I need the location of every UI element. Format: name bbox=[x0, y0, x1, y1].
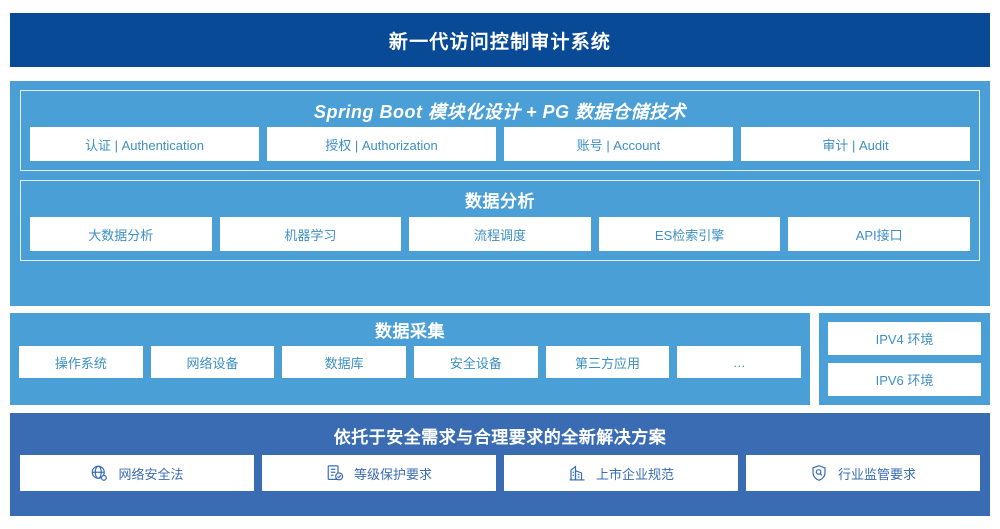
springboot-title: Spring Boot 模块化设计 + PG 数据仓储技术 bbox=[313, 102, 686, 122]
platform-panel: Spring Boot 模块化设计 + PG 数据仓储技术 认证 | Authe… bbox=[10, 81, 990, 306]
compliance-item-classified-protection[interactable]: 等级保护要求 bbox=[262, 455, 496, 491]
collection-items-row: 操作系统 网络设备 数据库 安全设备 第三方应用 … bbox=[19, 346, 802, 378]
analysis-item-es-search[interactable]: ES检索引擎 bbox=[598, 217, 781, 251]
shield-search-icon bbox=[810, 464, 828, 482]
compliance-item-cybersecurity-law[interactable]: 网络安全法 bbox=[20, 455, 254, 491]
globe-icon bbox=[90, 464, 108, 482]
platform-item-account[interactable]: 账号 | Account bbox=[504, 127, 733, 161]
document-check-icon bbox=[326, 464, 344, 482]
header-banner: 新一代访问控制审计系统 bbox=[10, 13, 990, 67]
analysis-items-row: 大数据分析 机器学习 流程调度 ES检索引擎 API接口 bbox=[30, 217, 970, 251]
platform-items-row: 认证 | Authentication 授权 | Authorization 账… bbox=[30, 127, 970, 161]
compliance-item-industry-regulation[interactable]: 行业监管要求 bbox=[746, 455, 980, 491]
compliance-label: 上市企业规范 bbox=[595, 466, 674, 482]
analysis-item-api[interactable]: API接口 bbox=[788, 217, 970, 251]
collection-panel: 数据采集 操作系统 网络设备 数据库 安全设备 第三方应用 … bbox=[10, 313, 810, 405]
platform-item-authentication[interactable]: 认证 | Authentication bbox=[30, 127, 259, 161]
analysis-item-machine-learning[interactable]: 机器学习 bbox=[219, 217, 402, 251]
collection-item-database[interactable]: 数据库 bbox=[282, 346, 407, 378]
springboot-subpanel: Spring Boot 模块化设计 + PG 数据仓储技术 认证 | Authe… bbox=[20, 90, 980, 171]
environment-item-ipv4[interactable]: IPV4 环境 bbox=[828, 322, 981, 355]
collection-item-security-device[interactable]: 安全设备 bbox=[414, 346, 538, 378]
compliance-items-row: 网络安全法 等级保护要求 bbox=[20, 455, 980, 491]
collection-item-third-party-app[interactable]: 第三方应用 bbox=[545, 346, 670, 378]
analysis-title: 数据分析 bbox=[465, 192, 535, 211]
compliance-label: 等级保护要求 bbox=[353, 466, 432, 482]
environment-panel: IPV4 环境 IPV6 环境 bbox=[819, 313, 990, 405]
compliance-panel: 依托于安全需求与合理要求的全新解决方案 网络安全法 bbox=[10, 413, 990, 516]
compliance-label: 网络安全法 bbox=[118, 466, 184, 482]
collection-item-network-device[interactable]: 网络设备 bbox=[150, 346, 275, 378]
collection-item-os[interactable]: 操作系统 bbox=[19, 346, 143, 378]
collection-item-more[interactable]: … bbox=[677, 346, 802, 378]
compliance-title: 依托于安全需求与合理要求的全新解决方案 bbox=[333, 428, 667, 447]
analysis-item-workflow[interactable]: 流程调度 bbox=[409, 217, 591, 251]
analysis-item-bigdata[interactable]: 大数据分析 bbox=[30, 217, 212, 251]
platform-item-audit[interactable]: 审计 | Audit bbox=[741, 127, 970, 161]
environment-item-ipv6[interactable]: IPV6 环境 bbox=[828, 363, 981, 396]
analysis-subpanel: 数据分析 大数据分析 机器学习 流程调度 ES检索引擎 API接口 bbox=[20, 180, 980, 261]
platform-item-authorization[interactable]: 授权 | Authorization bbox=[267, 127, 496, 161]
compliance-label: 行业监管要求 bbox=[837, 466, 916, 482]
page-title: 新一代访问控制审计系统 bbox=[388, 31, 612, 53]
compliance-item-listed-company-standard[interactable]: 上市企业规范 bbox=[504, 455, 738, 491]
building-icon bbox=[568, 464, 586, 482]
collection-title: 数据采集 bbox=[375, 322, 445, 341]
